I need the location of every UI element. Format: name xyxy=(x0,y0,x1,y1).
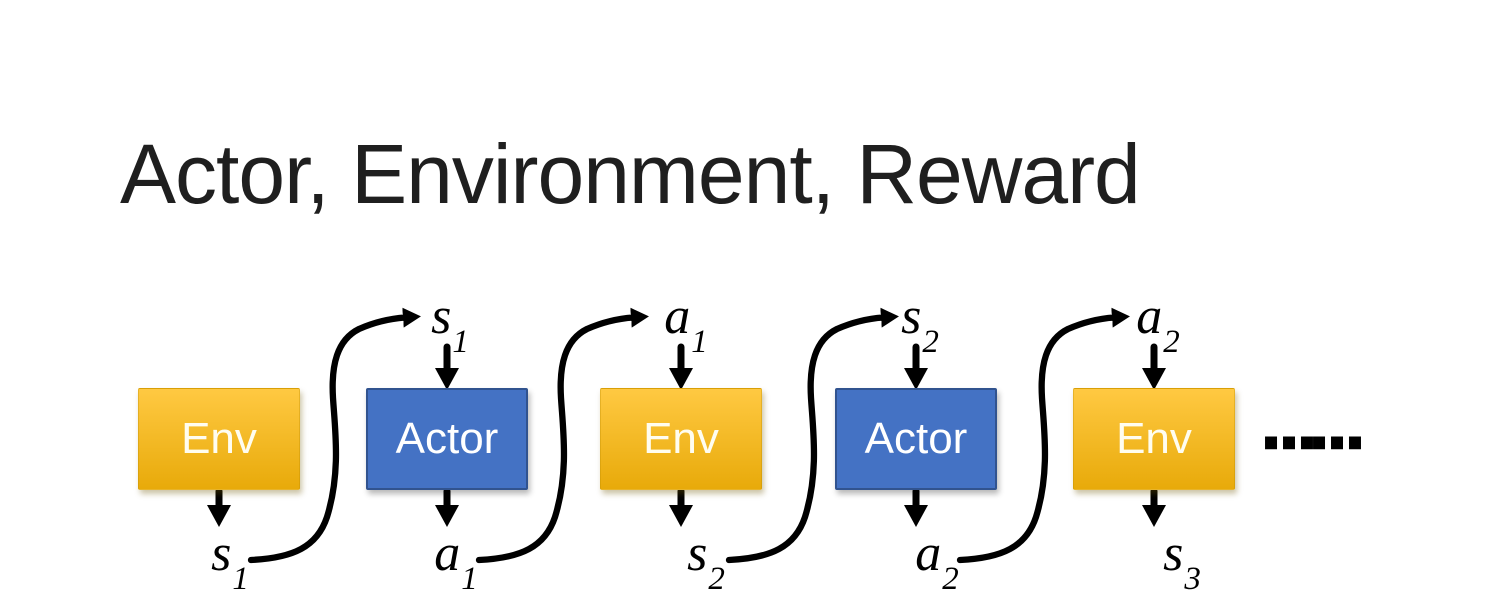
actor-box-2-label: Actor xyxy=(864,414,968,463)
curve-arrow-s1 xyxy=(247,307,421,564)
label-top-s2: s2 xyxy=(901,288,939,360)
label-bottom-s2: s2 xyxy=(687,525,725,597)
label-bottom-s3: s3 xyxy=(1163,525,1201,597)
actor-box-1-label: Actor xyxy=(395,414,499,463)
env-box-3-label: Env xyxy=(1116,414,1192,463)
label-top-a2: a2 xyxy=(1136,288,1180,360)
env-box-2-label: Env xyxy=(643,414,719,463)
page-title: Actor, Environment, Reward xyxy=(120,127,1141,221)
curve-arrow-s2 xyxy=(725,307,899,564)
actor-box-2: Actor xyxy=(835,388,997,490)
curve-arrow-a1 xyxy=(475,307,649,564)
env-box-1-label: Env xyxy=(181,414,257,463)
actor-box-1: Actor xyxy=(366,388,528,490)
label-top-a1: a1 xyxy=(664,288,708,360)
label-bottom-s1: s1 xyxy=(211,525,249,597)
label-top-s1: s1 xyxy=(431,288,469,360)
continuation-ellipsis: …… xyxy=(1261,398,1366,461)
env-box-1: Env xyxy=(138,388,300,490)
label-bottom-a1: a1 xyxy=(434,525,478,597)
curve-arrow-a2 xyxy=(956,307,1130,564)
label-bottom-a2: a2 xyxy=(915,525,959,597)
env-box-3: Env xyxy=(1073,388,1235,490)
env-box-2: Env xyxy=(600,388,762,490)
